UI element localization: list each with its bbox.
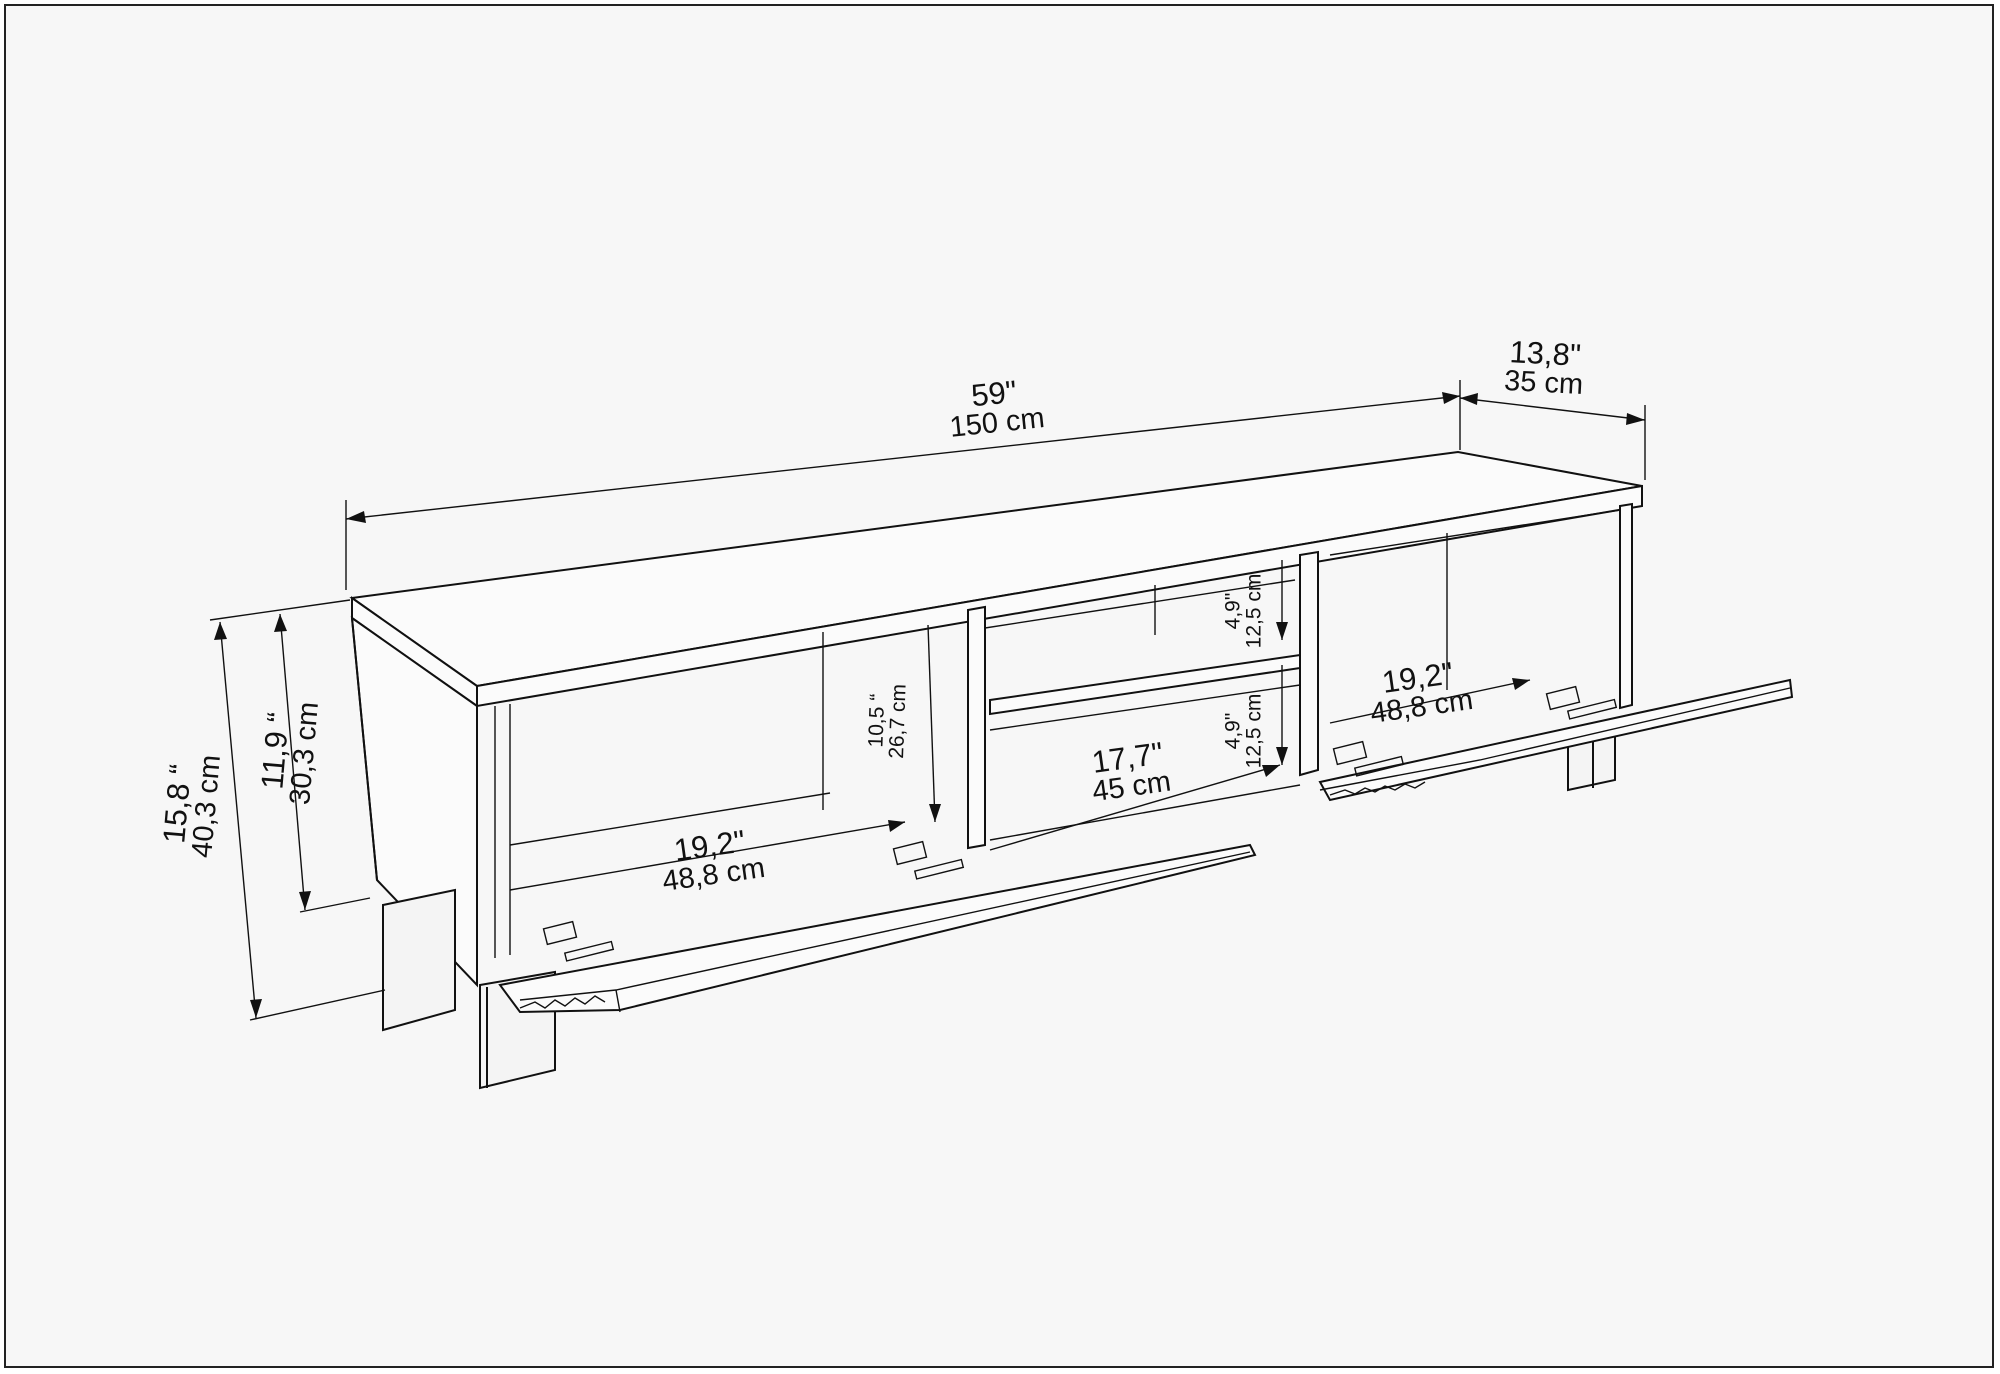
hinge-icon — [542, 685, 1618, 962]
dim-label-imperial: 4,9" — [1221, 712, 1245, 750]
dim-label-metric: 26,7 cm — [885, 683, 911, 760]
left-door-open — [498, 843, 1257, 1014]
dim-label-imperial: 4,9" — [1221, 592, 1245, 630]
right-divider — [1299, 550, 1319, 777]
dim-depth: 13,8" 35 cm — [1503, 334, 1585, 402]
leg-front-left — [382, 888, 456, 1032]
dim-shelf-upper-gap: 4,9" 12,5 cm — [1221, 573, 1266, 649]
dim-left-door-width: 19,2" 48,8 cm — [656, 823, 767, 898]
right-door-open — [1318, 678, 1794, 802]
dim-center-width: 17,7" 45 cm — [1086, 735, 1173, 808]
dim-left-compartment-height: 10,5 “ 26,7 cm — [864, 683, 911, 760]
top-panel — [349, 450, 1643, 708]
dim-total-width: 59" 150 cm — [945, 373, 1046, 444]
left-divider — [967, 605, 986, 850]
dim-shelf-lower-gap: 4,9" 12,5 cm — [1221, 693, 1266, 769]
dim-body-height: 11,9 “ 30,3 cm — [254, 698, 325, 807]
drawing-frame — [4, 4, 1994, 1368]
dim-total-height: 15,8 “ 40,3 cm — [156, 751, 227, 860]
dim-label-metric: 12,5 cm — [1242, 693, 1266, 769]
dim-label-metric: 35 cm — [1503, 364, 1584, 402]
dimension-lines — [209, 380, 1646, 1021]
dim-label-metric: 12,5 cm — [1242, 573, 1266, 649]
right-side-panel — [1619, 502, 1633, 710]
dim-right-door-width: 19,2" 48,8 cm — [1364, 655, 1475, 730]
